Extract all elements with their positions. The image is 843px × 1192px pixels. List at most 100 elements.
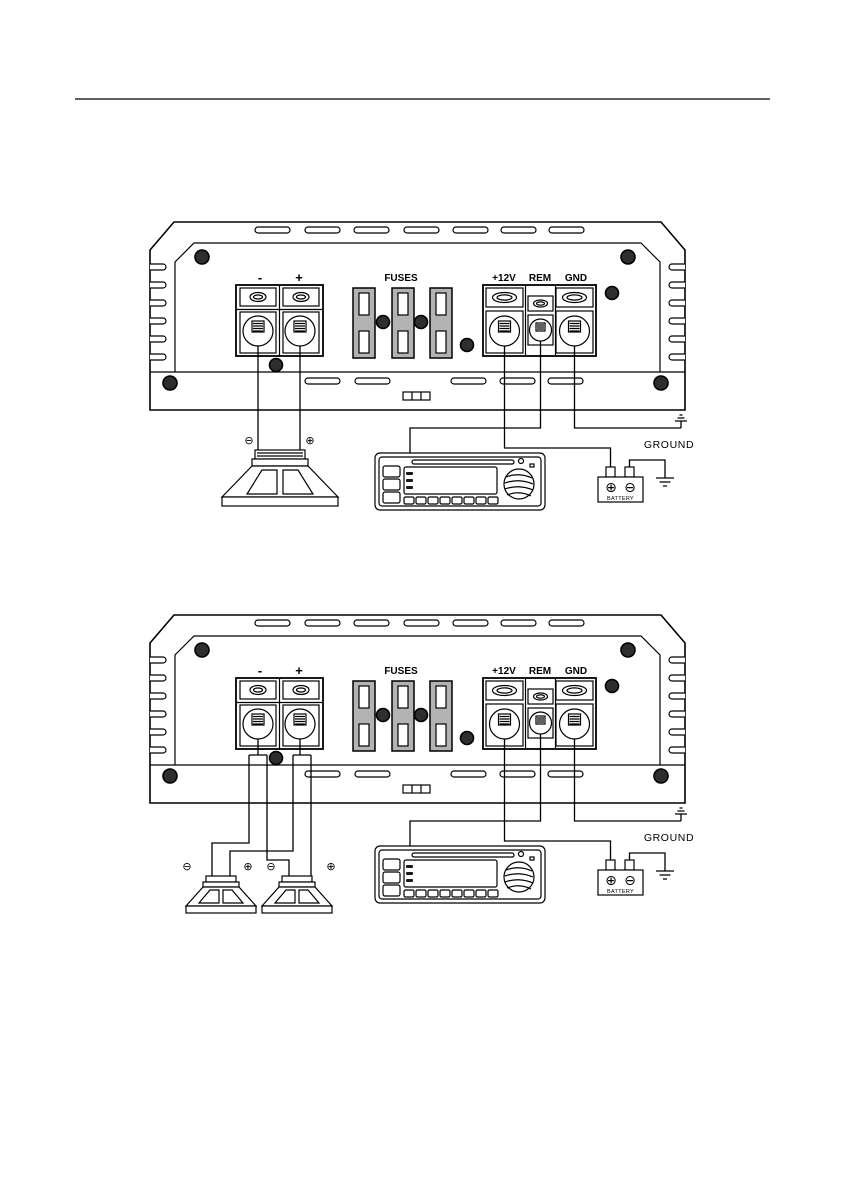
battery-negative-symbol: ⊖ (624, 873, 636, 889)
mounting-screw (195, 250, 209, 264)
speaker-negative-label: - (258, 663, 262, 678)
vent-slot (548, 378, 583, 384)
function-button (404, 497, 414, 504)
cooling-fin (150, 318, 166, 324)
ir-sensor-icon (519, 459, 524, 464)
vent-slot (501, 227, 536, 233)
cooling-fin (150, 336, 166, 342)
power-12v-label: +12V (492, 666, 516, 677)
vent-slot (404, 227, 439, 233)
speaker-b-positive-symbol: ⊕ (326, 860, 335, 873)
cooling-fin (150, 264, 166, 270)
function-button (440, 497, 450, 504)
ground-terminal (556, 288, 593, 353)
display-indicator (406, 479, 413, 482)
diagram-single-speaker: - + (150, 222, 694, 510)
function-button (452, 497, 462, 504)
preset-buttons-left (383, 859, 400, 896)
remote-terminal (528, 296, 553, 345)
vent-slot (500, 771, 535, 777)
vent-slot (305, 227, 340, 233)
vent-slot (451, 771, 486, 777)
display-indicator (406, 879, 413, 882)
fuse (353, 681, 375, 751)
gnd-label: GND (565, 666, 587, 677)
function-button (488, 890, 498, 897)
cooling-fin (150, 282, 166, 288)
vent-slot (500, 378, 535, 384)
mounting-screw (621, 643, 635, 657)
battery-negative-post (625, 860, 634, 870)
cooling-fin (150, 711, 166, 717)
vent-slot (255, 620, 290, 626)
vent-slot (354, 227, 389, 233)
vent-slot (549, 620, 584, 626)
preset-buttons-left (383, 466, 400, 503)
cooling-fin (150, 747, 166, 753)
cooling-fin (669, 336, 685, 342)
cooling-fin (669, 264, 685, 270)
power-12v-terminal (486, 681, 523, 746)
fuse (392, 288, 414, 358)
display-panel (404, 467, 497, 494)
battery-positive-symbol: ⊕ (605, 873, 617, 889)
speaker-positive-symbol: ⊕ (305, 434, 314, 447)
mounting-screw (621, 250, 635, 264)
fuse (392, 681, 414, 751)
speaker-negative-terminal (240, 288, 276, 353)
mounting-screw (195, 643, 209, 657)
vent-slot (453, 227, 488, 233)
speaker-positive-label: + (295, 270, 303, 285)
power-terminal-block: +12V REM GND (483, 273, 596, 356)
fuses-label: FUSES (384, 273, 418, 284)
mounting-screw (270, 752, 283, 765)
speaker-b-negative-symbol: ⊖ (266, 860, 275, 873)
volume-knob (504, 862, 534, 892)
fuse (430, 288, 452, 358)
eject-button (530, 464, 534, 467)
speaker-a-negative-symbol: ⊖ (182, 860, 191, 873)
mounting-screw (377, 709, 390, 722)
remote-label: REM (529, 666, 551, 677)
speaker-negative-symbol: ⊖ (244, 434, 253, 447)
function-button (416, 497, 426, 504)
indicator-switch (403, 392, 430, 400)
battery-negative-wire (630, 460, 666, 478)
vent-slot (305, 620, 340, 626)
cooling-fin (669, 282, 685, 288)
vent-slot (355, 378, 390, 384)
vent-slot (549, 227, 584, 233)
mounting-screw (461, 339, 474, 352)
amplifier: - + (150, 615, 685, 803)
cooling-fin (669, 657, 685, 663)
function-button (488, 497, 498, 504)
remote-label: REM (529, 273, 551, 284)
function-button (428, 890, 438, 897)
mounting-screw (654, 769, 668, 783)
vent-slot (453, 620, 488, 626)
mounting-screw (270, 359, 283, 372)
preset-button (383, 859, 400, 870)
vent-slot (305, 378, 340, 384)
ground-label: GROUND (644, 439, 694, 451)
preset-button (383, 872, 400, 883)
mounting-screw (654, 376, 668, 390)
fuse (353, 288, 375, 358)
function-button (464, 497, 474, 504)
ir-sensor-icon (519, 852, 524, 857)
battery-positive-symbol: ⊕ (605, 480, 617, 496)
battery-label: BATTERY (607, 496, 634, 502)
preset-button (383, 466, 400, 477)
speaker-a-positive-symbol: ⊕ (243, 860, 252, 873)
gnd-label: GND (565, 273, 587, 284)
mounting-screw (415, 316, 428, 329)
speaker-positive-label: + (295, 663, 303, 678)
preset-button (383, 479, 400, 490)
vent-slot (548, 771, 583, 777)
power-12v-label: +12V (492, 273, 516, 284)
power-terminal-block: +12V REM GND (483, 666, 596, 749)
cooling-fin (150, 354, 166, 360)
function-button (416, 890, 426, 897)
display-indicator (406, 486, 413, 489)
preset-button (383, 885, 400, 896)
